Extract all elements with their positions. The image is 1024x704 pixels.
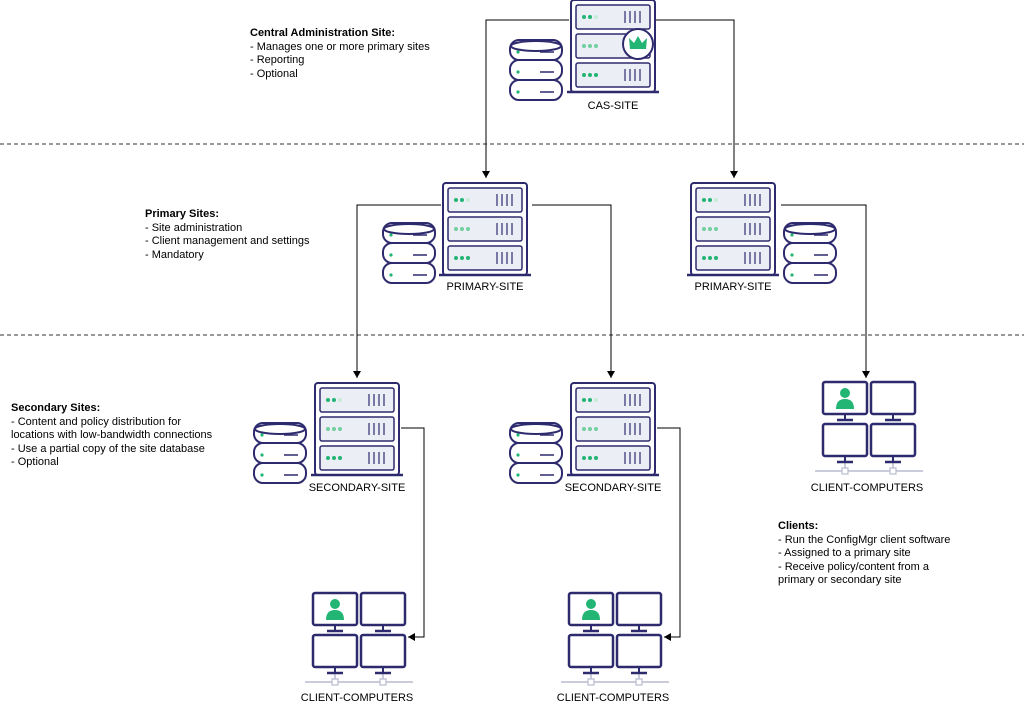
connector-secondary-2-to-clients-2 [657,427,681,641]
labels: CAS-SITE PRIMARY-SITE PRIMARY-SITE SECON… [301,100,923,704]
primary-notes: Primary Sites: - Site administration - C… [145,208,309,262]
cas-server-icon [567,0,659,94]
connector-secondary-1-to-clients-1 [401,427,425,641]
primary-notes-item: - Mandatory [145,248,204,261]
primary-2-database-icon [783,222,837,284]
primary-notes-title: Primary Sites: [145,208,219,220]
secondary-notes: Secondary Sites: - Content and policy di… [11,402,212,470]
client-notes-item: primary or secondary site [778,574,902,587]
client-notes-item: - Receive policy/content from a [778,560,930,573]
primary-site-2-label: PRIMARY-SITE [694,281,771,293]
client-notes-item: - Run the ConfigMgr client software [778,533,951,546]
primary-2-server-icon [687,182,779,277]
connectors [353,19,870,641]
secondary-notes-item: locations with low-bandwidth connections [11,429,213,442]
client-computers-1-label: CLIENT-COMPUTERS [301,692,413,704]
client-computers-2-icon [561,591,669,686]
primary-1-database-icon [382,222,436,284]
secondary-2-database-icon [509,422,563,484]
client-computers-3-icon [815,380,923,475]
client-computers-2-label: CLIENT-COMPUTERS [557,692,669,704]
client-notes: Clients: - Run the ConfigMgr client soft… [778,520,950,588]
cas-notes-item: - Optional [250,67,298,80]
client-notes-title: Clients: [778,520,819,532]
secondary-notes-item: - Use a partial copy of the site databas… [11,442,205,455]
connector-cas-to-primary-1 [482,19,569,178]
cas-database-icon [509,39,563,101]
crown-badge-icon [622,28,654,60]
secondary-2-server-icon [567,382,659,477]
tier-dividers [0,143,1024,336]
secondary-1-database-icon [253,422,307,484]
secondary-1-server-icon [311,382,403,477]
primary-site-1-label: PRIMARY-SITE [446,281,523,293]
secondary-site-2-label: SECONDARY-SITE [565,482,662,494]
client-computers-3-label: CLIENT-COMPUTERS [811,482,923,494]
icons [253,0,923,686]
client-computers-1-icon [305,591,413,686]
connector-cas-to-primary-2 [651,19,738,178]
cas-notes-title: Central Administration Site: [250,27,396,39]
cas-site-label: CAS-SITE [588,100,639,112]
cas-notes-item: - Manages one or more primary sites [250,40,430,53]
connector-primary-1-to-secondary-1 [353,204,441,378]
client-notes-item: - Assigned to a primary site [778,547,911,560]
secondary-site-1-label: SECONDARY-SITE [309,482,406,494]
connector-primary-2-to-clients-3 [781,204,870,378]
secondary-notes-title: Secondary Sites: [11,402,101,414]
secondary-notes-item: - Content and policy distribution for [11,415,181,428]
primary-notes-item: - Site administration [145,221,243,234]
primary-notes-item: - Client management and settings [145,235,310,248]
primary-1-server-icon [439,182,531,277]
secondary-notes-item: - Optional [11,456,59,469]
cas-notes-item: - Reporting [250,54,305,67]
connector-primary-1-to-secondary-2 [532,204,615,378]
cas-notes: Central Administration Site: - Manages o… [250,27,430,81]
